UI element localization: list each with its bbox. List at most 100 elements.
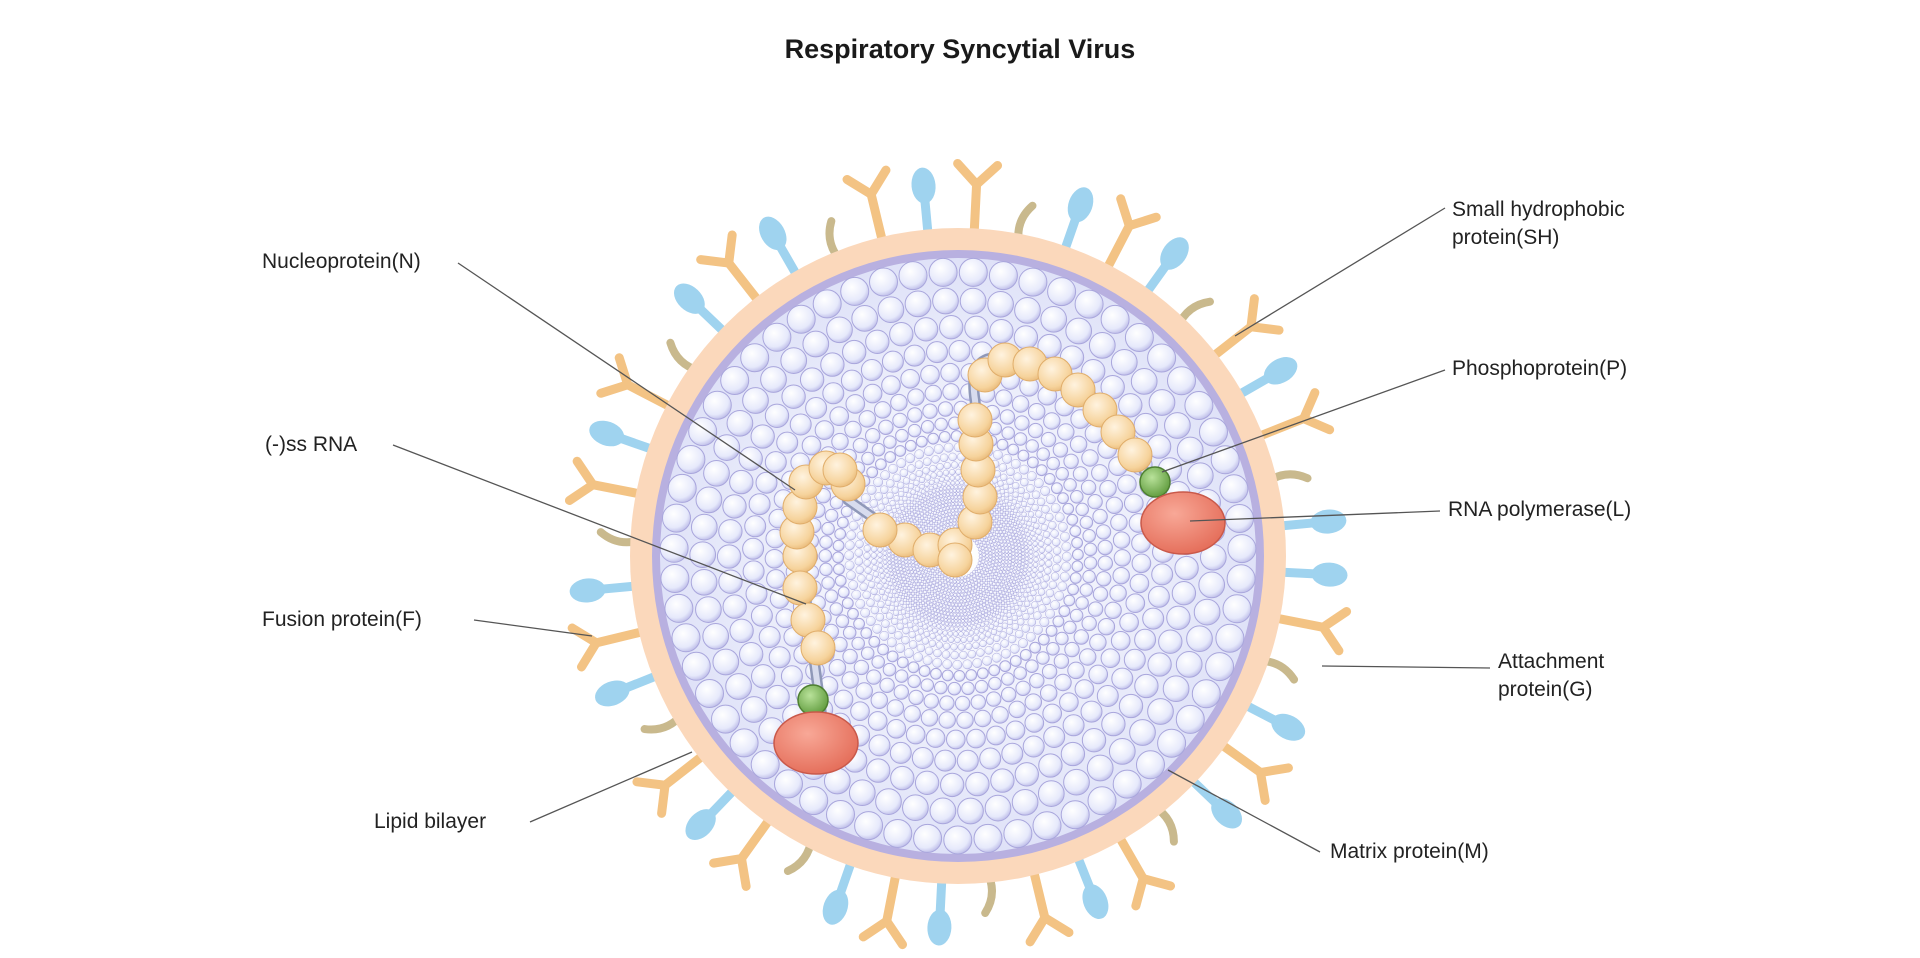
matrix-protein-bead	[1043, 472, 1056, 485]
matrix-protein-bead	[898, 563, 902, 568]
matrix-protein-bead	[974, 541, 979, 546]
matrix-protein-bead	[1013, 542, 1018, 547]
matrix-protein-bead	[935, 488, 940, 493]
matrix-protein-bead	[1001, 591, 1006, 595]
matrix-protein-bead	[964, 315, 989, 340]
label-rna-polymerase: RNA polymerase(L)	[1448, 498, 1632, 521]
matrix-protein-bead	[1004, 515, 1009, 519]
matrix-protein-bead	[1006, 601, 1011, 605]
matrix-protein-bead	[1020, 588, 1025, 594]
matrix-protein-bead	[1052, 442, 1069, 458]
matrix-protein-bead	[920, 499, 925, 504]
matrix-protein-bead	[977, 612, 982, 616]
matrix-protein-bead	[929, 602, 934, 607]
matrix-protein-bead	[764, 403, 790, 428]
matrix-protein-bead	[1038, 540, 1045, 548]
matrix-protein-bead	[942, 524, 947, 529]
nucleoprotein-bead	[782, 570, 818, 606]
matrix-protein-bead	[1036, 572, 1043, 579]
matrix-protein-bead	[967, 621, 972, 626]
matrix-protein-bead	[994, 579, 998, 584]
matrix-protein-bead	[884, 568, 889, 574]
matrix-protein-bead	[1010, 565, 1015, 570]
matrix-protein-bead	[920, 503, 925, 508]
matrix-protein-bead	[908, 689, 924, 706]
matrix-protein-bead	[1045, 552, 1053, 560]
matrix-protein-bead	[920, 364, 940, 385]
attachment-protein-head	[632, 777, 670, 818]
matrix-protein-bead	[1082, 569, 1096, 584]
matrix-protein-bead	[871, 564, 878, 572]
matrix-protein-bead	[913, 479, 920, 487]
matrix-protein-bead	[1002, 570, 1007, 574]
matrix-protein-bead	[919, 603, 923, 608]
matrix-protein-bead	[950, 615, 955, 620]
matrix-protein-bead	[976, 605, 980, 610]
matrix-protein-bead	[916, 576, 921, 581]
matrix-protein-bead	[908, 616, 915, 622]
matrix-protein-bead	[829, 602, 844, 616]
matrix-protein-bead	[1020, 530, 1025, 535]
matrix-protein-bead	[879, 677, 895, 694]
matrix-protein-bead	[1040, 305, 1068, 333]
matrix-protein-bead	[963, 575, 968, 580]
matrix-protein-bead	[921, 601, 925, 605]
matrix-protein-bead	[941, 583, 946, 587]
matrix-protein-bead	[1005, 528, 1010, 533]
matrix-protein-bead	[952, 579, 957, 584]
matrix-protein-bead	[902, 618, 909, 625]
matrix-protein-bead	[973, 823, 1003, 853]
matrix-protein-bead	[1039, 617, 1050, 628]
matrix-protein-bead	[881, 497, 890, 505]
matrix-protein-bead	[936, 595, 940, 599]
matrix-protein-bead	[892, 568, 897, 573]
matrix-protein-bead	[920, 582, 924, 586]
matrix-protein-bead	[1029, 672, 1045, 689]
matrix-protein-bead	[970, 590, 974, 595]
matrix-protein-bead	[866, 669, 882, 685]
matrix-protein-bead	[950, 650, 959, 660]
matrix-protein-bead	[869, 499, 879, 508]
matrix-protein-bead	[1013, 529, 1017, 534]
matrix-protein-bead	[957, 616, 962, 620]
matrix-protein-bead	[915, 634, 923, 642]
matrix-protein-bead	[942, 607, 946, 612]
matrix-protein-bead	[1193, 598, 1221, 626]
matrix-protein-bead	[923, 497, 928, 502]
matrix-protein-bead	[976, 648, 985, 657]
matrix-protein-bead	[960, 583, 965, 587]
matrix-protein-bead	[947, 585, 952, 590]
matrix-protein-bead	[1003, 819, 1033, 849]
matrix-protein-bead	[957, 495, 962, 500]
matrix-protein-bead	[952, 659, 963, 670]
matrix-protein-bead	[947, 618, 952, 623]
matrix-protein-bead	[874, 492, 883, 501]
matrix-protein-bead	[931, 455, 940, 464]
matrix-protein-bead	[1025, 576, 1030, 581]
matrix-protein-bead	[935, 641, 944, 649]
matrix-protein-bead	[949, 492, 954, 497]
matrix-protein-bead	[1063, 768, 1090, 796]
matrix-protein-bead	[1010, 532, 1015, 537]
matrix-protein-bead	[751, 664, 776, 689]
matrix-protein-bead	[887, 564, 892, 569]
matrix-protein-bead	[1061, 561, 1072, 572]
matrix-protein-bead	[994, 562, 998, 567]
matrix-protein-bead	[939, 526, 944, 530]
matrix-protein-bead	[1129, 573, 1150, 594]
matrix-protein-bead	[833, 689, 854, 710]
matrix-protein-bead	[1118, 393, 1143, 418]
matrix-protein-bead	[956, 488, 961, 493]
matrix-protein-bead	[1033, 522, 1040, 529]
matrix-protein-bead	[1018, 549, 1022, 554]
matrix-protein-bead	[894, 593, 899, 598]
matrix-protein-bead	[961, 619, 965, 623]
matrix-protein-bead	[1042, 703, 1063, 724]
matrix-protein-bead	[873, 401, 892, 419]
matrix-protein-bead	[941, 481, 947, 487]
matrix-protein-bead	[992, 575, 997, 579]
matrix-protein-bead	[750, 604, 773, 627]
matrix-protein-bead	[1018, 515, 1023, 521]
matrix-protein-bead	[957, 502, 962, 506]
matrix-protein-bead	[912, 509, 917, 514]
